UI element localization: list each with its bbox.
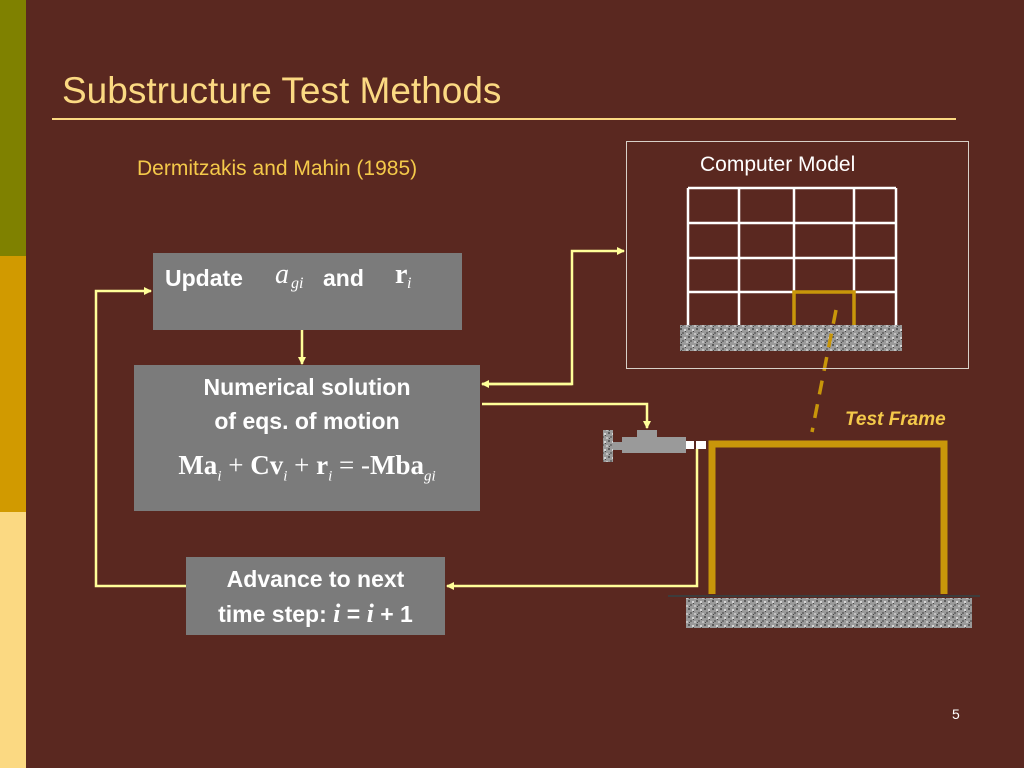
flow-arrows: [94, 247, 699, 590]
advance-eq-sign: =: [340, 601, 367, 627]
eq-term-cv: Cv: [250, 450, 284, 480]
ground-accel-subscript: gi: [291, 275, 304, 292]
arrow-advance-to-update: [94, 287, 186, 588]
actuator: [603, 430, 706, 462]
computer-model-label: Computer Model: [700, 153, 856, 176]
eq-op-1: +: [221, 450, 251, 480]
update-word: Update: [165, 265, 243, 291]
test-frame: [708, 440, 948, 594]
eq-term-mba: Mba: [370, 450, 424, 480]
advance-var-i2: i: [366, 599, 374, 628]
title-underline: [52, 118, 956, 120]
numerical-line1: Numerical solution: [203, 374, 411, 400]
arrow-numerical-to-actuator: [482, 402, 651, 429]
slide-subtitle: Dermitzakis and Mahin (1985): [137, 157, 418, 180]
eq-op-3: = -: [332, 450, 370, 480]
ground-accel-symbol: a: [275, 259, 289, 290]
computer-model-grid: [686, 186, 898, 325]
eq-sub-3: i: [328, 468, 333, 485]
test-ground: [686, 598, 972, 628]
update-box: Update a gi and r i: [153, 253, 462, 330]
accent-stripe-gold: [0, 256, 26, 512]
test-frame-label: Test Frame: [845, 409, 946, 430]
numerical-line2: of eqs. of motion: [214, 408, 400, 434]
substructure-highlight: [792, 290, 856, 325]
accent-stripe-cream: [0, 512, 26, 768]
advance-var-i: i: [333, 599, 341, 628]
model-ground: [680, 325, 902, 351]
advance-line2: time step: i = i + 1: [186, 599, 445, 629]
page-number: 5: [952, 706, 960, 722]
arrow-frame-to-advance: [446, 449, 699, 590]
eq-sub-1: i: [217, 468, 222, 485]
eq-sub-2: i: [283, 468, 288, 485]
advance-prefix: time step:: [218, 601, 334, 627]
equation-of-motion: Mai + Cvi + ri = -Mbagi: [134, 450, 480, 485]
slide-title: Substructure Test Methods: [62, 70, 502, 111]
eq-term-ma: Ma: [178, 450, 218, 480]
eq-sub-4: gi: [424, 468, 436, 485]
advance-time-step-box: Advance to next time step: i = i + 1: [186, 557, 445, 635]
computer-model-frame: [626, 141, 969, 369]
advance-line1: Advance to next: [226, 566, 405, 592]
accent-stripe-olive: [0, 0, 26, 256]
numerical-solution-box: Numerical solution of eqs. of motion Mai…: [134, 365, 480, 511]
dashed-link: [810, 309, 838, 433]
advance-suffix: + 1: [373, 601, 413, 627]
restoring-force-subscript: i: [407, 275, 412, 292]
and-word: and: [323, 265, 364, 291]
eq-op-2: +: [287, 450, 317, 480]
eq-term-r: r: [316, 450, 329, 480]
arrow-numerical-to-model: [482, 247, 625, 386]
restoring-force-symbol: r: [395, 259, 408, 290]
